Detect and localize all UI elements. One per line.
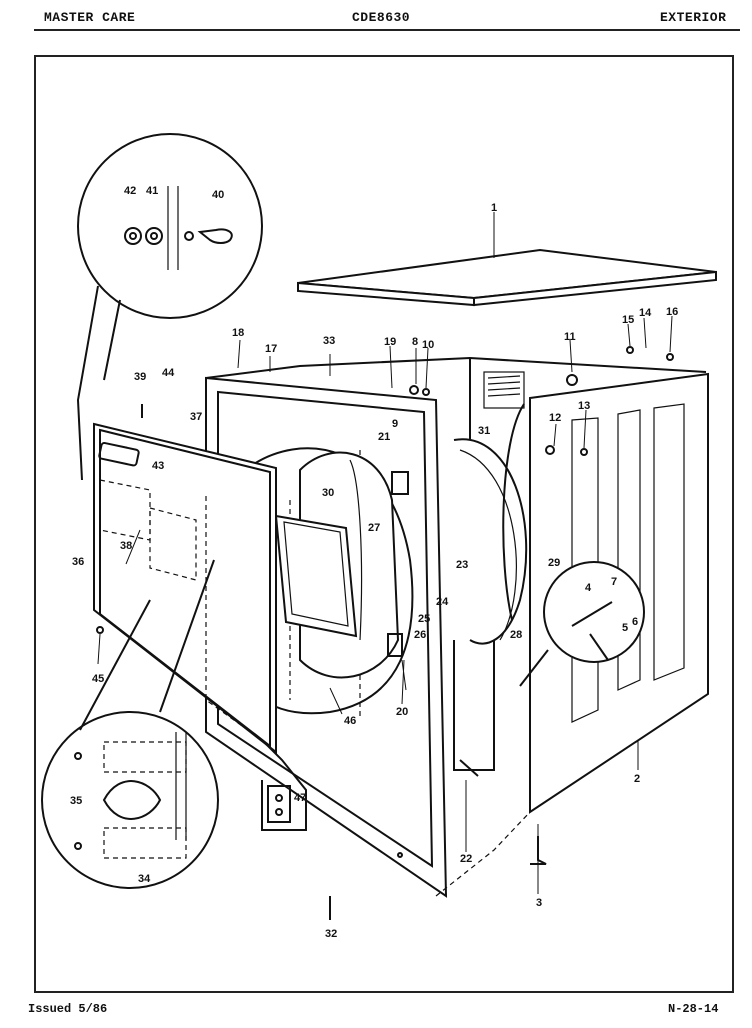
callout-19: 19 [384,336,396,348]
callout-25: 25 [418,613,430,625]
callout-9: 9 [392,418,398,430]
callout-15: 15 [622,314,634,326]
callout-43: 43 [152,460,164,472]
callout-17: 17 [265,343,277,355]
callout-1: 1 [491,202,497,214]
callout-4: 4 [585,582,592,594]
knob-detail-circle [76,133,263,481]
callout-41: 41 [146,185,158,197]
callout-22: 22 [460,853,472,865]
leader-lines [97,315,673,894]
callout-47: 47 [294,792,306,804]
callout-8: 8 [412,336,418,348]
door [93,422,277,755]
base [435,640,531,897]
callout-35: 35 [70,795,82,807]
callout-32: 32 [325,928,337,940]
callout-28: 28 [510,629,522,641]
top-panel [297,212,717,307]
callout-10: 10 [422,339,434,351]
footer-page-code: N-28-14 [668,1002,719,1016]
callout-2: 2 [634,773,640,785]
header-model: CDE8630 [352,10,411,25]
callout-42: 42 [124,185,136,197]
callout-31: 31 [478,425,490,437]
callout-18: 18 [232,327,244,339]
callout-33: 33 [323,335,335,347]
footer-issued: Issued 5/86 [28,1002,108,1016]
callout-3: 3 [536,897,542,909]
callout-27: 27 [368,522,380,534]
callout-5: 5 [622,622,628,634]
callout-26: 26 [414,629,426,641]
hinge-detail-circle [41,559,219,889]
header-brand: MASTER CARE [44,10,136,25]
callout-14: 14 [639,307,652,319]
callout-36: 36 [72,556,84,568]
callout-46: 46 [344,715,356,727]
callout-34: 34 [138,873,151,885]
header-section: EXTERIOR [660,10,727,25]
callout-29: 29 [548,557,560,569]
callout-45: 45 [92,673,104,685]
callout-24: 24 [436,596,449,608]
callout-labels: 1 2 3 4 5 6 7 8 9 10 11 12 13 14 15 16 1… [70,185,678,940]
callout-39: 39 [134,371,146,383]
diagram-frame [34,55,734,993]
latch-detail [261,739,307,831]
lint-filter [274,514,358,638]
switch-detail-circle [519,561,645,687]
callout-6: 6 [632,616,638,628]
callout-7: 7 [611,576,617,588]
callout-40: 40 [212,189,224,201]
callout-23: 23 [456,559,468,571]
callout-44: 44 [162,367,175,379]
header-rule [34,29,740,31]
cabinet-frame [205,356,707,440]
callout-21: 21 [378,431,390,443]
callout-38: 38 [120,540,132,552]
callout-20: 20 [396,706,408,718]
callout-13: 13 [578,400,590,412]
callout-12: 12 [549,412,561,424]
callout-11: 11 [564,331,576,343]
callout-16: 16 [666,306,678,318]
callout-37: 37 [190,411,202,423]
callout-30: 30 [322,487,334,499]
